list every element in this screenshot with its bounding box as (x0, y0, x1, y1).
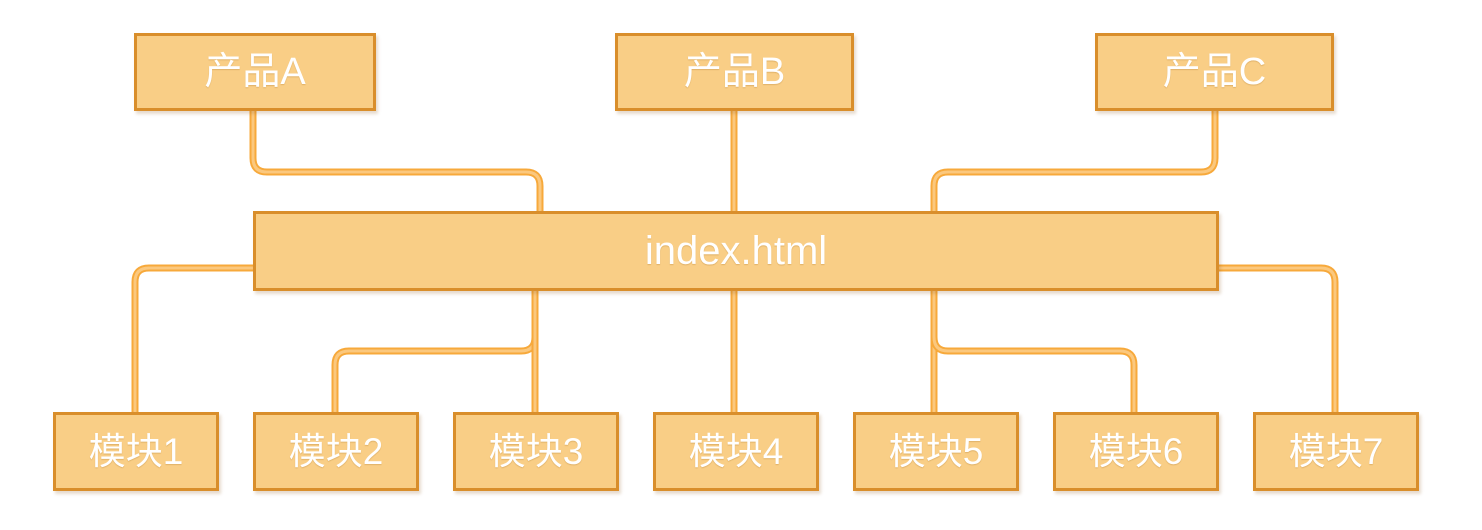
node-label: 模块4 (688, 431, 784, 472)
edge-productA-index (249, 111, 544, 211)
edge-index-module1 (131, 264, 253, 412)
edge-index-module7 (1218, 264, 1339, 412)
node-label: 模块7 (1288, 431, 1384, 472)
edge-index-module1-highlight (133, 266, 253, 412)
node-label: 产品B (683, 51, 786, 93)
node-module-3[interactable]: 模块3 (453, 412, 619, 491)
edge-index-module6-highlight (932, 291, 1136, 412)
node-product-c[interactable]: 产品C (1095, 33, 1334, 111)
node-label: 模块5 (888, 431, 984, 472)
edge-index-module6 (930, 291, 1138, 412)
node-module-1[interactable]: 模块1 (53, 412, 219, 491)
node-label: 模块2 (288, 431, 384, 472)
node-label: 产品A (204, 51, 306, 93)
node-module-2[interactable]: 模块2 (253, 412, 419, 491)
node-module-7[interactable]: 模块7 (1253, 412, 1419, 491)
node-label: 产品C (1162, 51, 1267, 93)
node-label: 模块1 (88, 431, 184, 472)
edge-index-module7-highlight (1218, 266, 1337, 412)
node-product-b[interactable]: 产品B (615, 33, 854, 111)
node-label: 模块6 (1088, 431, 1184, 472)
node-module-5[interactable]: 模块5 (853, 412, 1019, 491)
node-module-6[interactable]: 模块6 (1053, 412, 1219, 491)
edge-index-module2 (331, 291, 539, 412)
node-product-a[interactable]: 产品A (134, 33, 376, 111)
edge-productC-index-highlight (932, 111, 1217, 211)
edge-productA-index-highlight (251, 111, 542, 211)
node-index-html[interactable]: index.html (253, 211, 1219, 291)
node-module-4[interactable]: 模块4 (653, 412, 819, 491)
edge-productC-index (930, 111, 1219, 211)
node-label: 模块3 (488, 431, 584, 472)
edge-index-module2-highlight (333, 291, 537, 412)
node-label: index.html (644, 229, 828, 273)
